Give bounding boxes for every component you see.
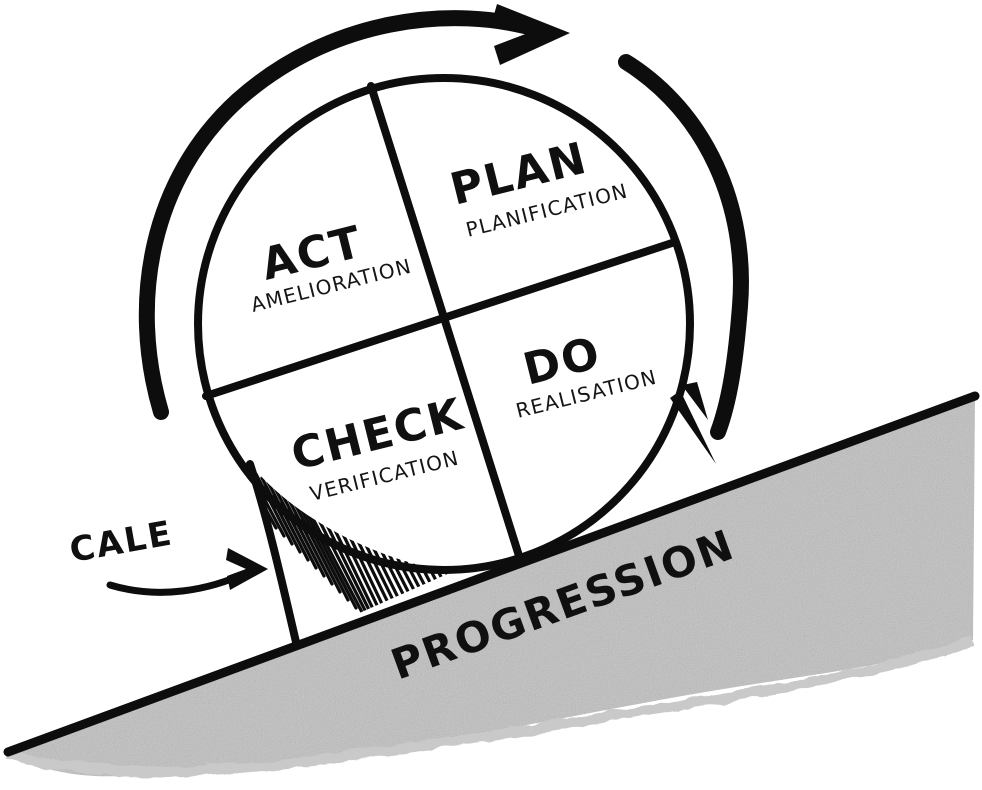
cycle-arrow-right [618, 54, 749, 464]
cycle-arrow-right-head [670, 382, 716, 464]
cale-pointer-arrow [106, 568, 252, 596]
divider-vertical [367, 82, 524, 563]
slope-ground [3, 391, 980, 777]
quadrant-plan[interactable]: PLAN PLANIFICATION [445, 133, 630, 242]
slope-fill-rough-edge [6, 637, 975, 777]
cycle-arrow-top-head [492, 4, 570, 65]
circle-outline [194, 74, 694, 574]
cycle-arrow-top [138, 4, 570, 420]
divider-horizontal [202, 239, 676, 400]
slope-fill [8, 398, 975, 777]
cale-annotation[interactable]: CALE [67, 513, 268, 596]
cale-pointer-arrow-head [226, 548, 268, 590]
quadrant-act[interactable]: ACT AMELIORATION [248, 216, 414, 316]
slope-top-line [3, 391, 980, 757]
cale-label: CALE [67, 513, 177, 570]
quadrant-do[interactable]: DO REALISATION [513, 327, 659, 423]
pdca-circle [194, 74, 694, 574]
quadrant-check[interactable]: CHECK VERIFICATION [286, 389, 469, 506]
